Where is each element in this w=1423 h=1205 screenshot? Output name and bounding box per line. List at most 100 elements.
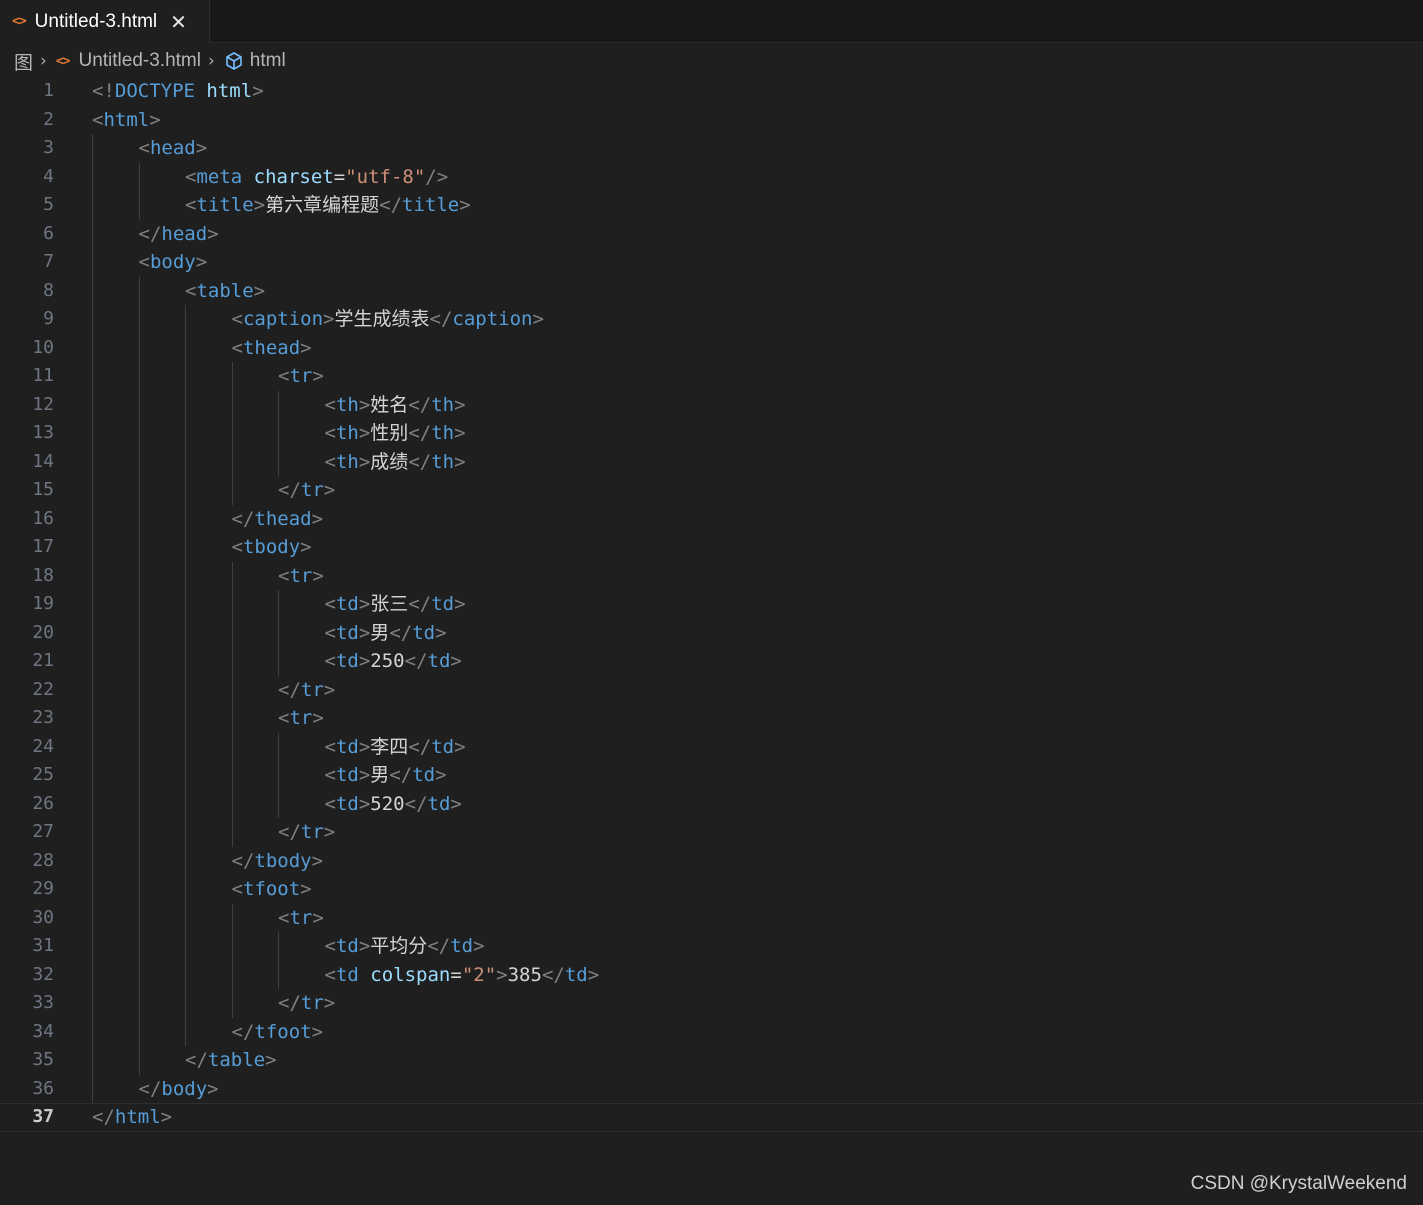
code-line[interactable]: 26<td>520</td> bbox=[0, 790, 1423, 819]
code-token: > bbox=[195, 251, 208, 273]
code-token: td bbox=[335, 735, 359, 758]
code-token: > bbox=[207, 222, 219, 245]
line-number: 23 bbox=[32, 707, 54, 728]
code-line[interactable]: 17<tbody> bbox=[0, 533, 1423, 562]
code-line[interactable]: 16</thead> bbox=[0, 505, 1423, 534]
code-token: = bbox=[450, 963, 462, 986]
breadcrumb-file[interactable]: Untitled-3.html bbox=[78, 50, 201, 71]
code-text: <td>张三</td> bbox=[325, 590, 466, 619]
code-token: > bbox=[300, 536, 312, 558]
code-line[interactable]: 1<!DOCTYPE html> bbox=[0, 77, 1423, 106]
code-text: </tr> bbox=[278, 818, 335, 847]
code-line[interactable]: 9<caption>学生成绩表</caption> bbox=[0, 305, 1423, 334]
code-line[interactable]: 11<tr> bbox=[0, 362, 1423, 391]
code-line[interactable]: 27 </tr> bbox=[0, 818, 1423, 847]
code-token: < bbox=[278, 564, 290, 587]
code-line[interactable]: 37</html> bbox=[0, 1103, 1423, 1132]
breadcrumb-symbol[interactable]: html bbox=[249, 50, 286, 71]
code-token: </ bbox=[231, 1020, 255, 1043]
code-token: tfoot bbox=[242, 878, 301, 900]
code-token: > bbox=[195, 137, 208, 159]
code-token: tr bbox=[289, 564, 313, 587]
code-token: </ bbox=[541, 963, 565, 986]
code-token: charset bbox=[253, 165, 334, 188]
code-text: </tr> bbox=[278, 676, 335, 705]
code-text: <td>520</td> bbox=[325, 790, 462, 819]
code-text: </table> bbox=[185, 1046, 277, 1075]
code-line[interactable]: 25<td>男</td> bbox=[0, 761, 1423, 790]
code-token: < bbox=[278, 707, 290, 729]
code-token: > bbox=[358, 735, 371, 758]
code-line[interactable]: 34</tfoot> bbox=[0, 1018, 1423, 1047]
code-text: <th>姓名</th> bbox=[325, 391, 466, 420]
indent-guide bbox=[185, 305, 186, 1046]
code-line[interactable]: 35 </table> bbox=[0, 1046, 1423, 1075]
code-token: </ bbox=[231, 507, 255, 530]
breadcrumb-root[interactable]: 图 bbox=[14, 52, 34, 74]
code-token: </ bbox=[92, 1106, 115, 1128]
code-line[interactable]: 20<td>男</td> bbox=[0, 619, 1423, 648]
code-token: 性别 bbox=[370, 422, 409, 444]
code-token: </ bbox=[278, 821, 301, 843]
code-line[interactable]: 36</body> bbox=[0, 1075, 1423, 1104]
indent-guide bbox=[231, 362, 233, 505]
line-number: 3 bbox=[43, 137, 54, 158]
code-line[interactable]: 30<tr> bbox=[0, 904, 1423, 933]
code-line[interactable]: 21<td>250</td> bbox=[0, 647, 1423, 676]
line-number: 2 bbox=[43, 108, 54, 130]
code-text: <tr> bbox=[278, 362, 324, 391]
code-token: td bbox=[427, 792, 451, 815]
code-line[interactable]: 3<head> bbox=[0, 134, 1423, 163]
code-line[interactable]: 32<td colspan="2">385</td> bbox=[0, 961, 1423, 990]
code-text: <tr> bbox=[278, 904, 324, 933]
code-line[interactable]: 4<meta charset="utf-8"/> bbox=[0, 163, 1423, 192]
code-token: /> bbox=[425, 165, 449, 188]
code-line[interactable]: 7<body> bbox=[0, 248, 1423, 277]
indent-guide bbox=[231, 561, 233, 847]
code-token: < bbox=[324, 735, 336, 758]
code-token: 250 bbox=[370, 650, 405, 672]
code-text: <tbody> bbox=[232, 533, 312, 562]
code-line[interactable]: 12<th>姓名</th> bbox=[0, 391, 1423, 420]
code-line[interactable]: 8<table> bbox=[0, 277, 1423, 306]
code-line[interactable]: 14<th>成绩</th> bbox=[0, 448, 1423, 477]
code-line[interactable]: 15</tr> bbox=[0, 476, 1423, 505]
code-line[interactable]: 33</tr> bbox=[0, 989, 1423, 1018]
code-text: <th>成绩</th> bbox=[325, 448, 466, 477]
tab-title: Untitled-3.html bbox=[34, 10, 158, 32]
code-line[interactable]: 10<thead> bbox=[0, 334, 1423, 363]
indent-guide bbox=[278, 732, 279, 818]
code-line[interactable]: 6</head> bbox=[0, 220, 1423, 249]
code-token: td bbox=[335, 593, 359, 615]
line-number: 27 bbox=[32, 821, 54, 842]
code-token: body bbox=[161, 1077, 208, 1100]
code-line[interactable]: 5<title>第六章编程题</title> bbox=[0, 191, 1423, 220]
code-line[interactable]: 24<td>李四</td> bbox=[0, 733, 1423, 762]
code-token: caption bbox=[242, 308, 324, 330]
code-line[interactable]: 28</tbody> bbox=[0, 847, 1423, 876]
code-line[interactable]: 23<tr> bbox=[0, 704, 1423, 733]
code-line[interactable]: 19<td>张三</td> bbox=[0, 590, 1423, 619]
code-token: < bbox=[138, 251, 150, 273]
indent-guide bbox=[231, 903, 233, 1018]
code-line[interactable]: 22</tr> bbox=[0, 676, 1423, 705]
code-token: </ bbox=[138, 1077, 162, 1100]
code-text: </html> bbox=[92, 1103, 172, 1132]
editor-tab[interactable]: <> Untitled-3.html ✕ bbox=[0, 0, 210, 43]
code-token bbox=[242, 166, 253, 188]
code-text: </tr> bbox=[278, 476, 335, 505]
line-number: 4 bbox=[43, 165, 54, 187]
code-line[interactable]: 18<tr> bbox=[0, 562, 1423, 591]
code-token: > bbox=[454, 393, 466, 416]
code-token: < bbox=[324, 422, 336, 444]
code-line[interactable]: 2<html> bbox=[0, 106, 1423, 135]
line-number: 35 bbox=[32, 1049, 54, 1070]
code-token: </ bbox=[138, 222, 162, 245]
code-line[interactable]: 13<th>性别</th> bbox=[0, 419, 1423, 448]
code-line[interactable]: 31<td>平均分</td> bbox=[0, 932, 1423, 961]
code-token: tr bbox=[289, 906, 313, 929]
code-editor[interactable]: 1<!DOCTYPE html>2<html>3<head>4<meta cha… bbox=[0, 77, 1423, 1147]
close-icon[interactable]: ✕ bbox=[170, 9, 187, 34]
code-line[interactable]: 29<tfoot> bbox=[0, 875, 1423, 904]
code-token: tbody bbox=[254, 849, 312, 872]
